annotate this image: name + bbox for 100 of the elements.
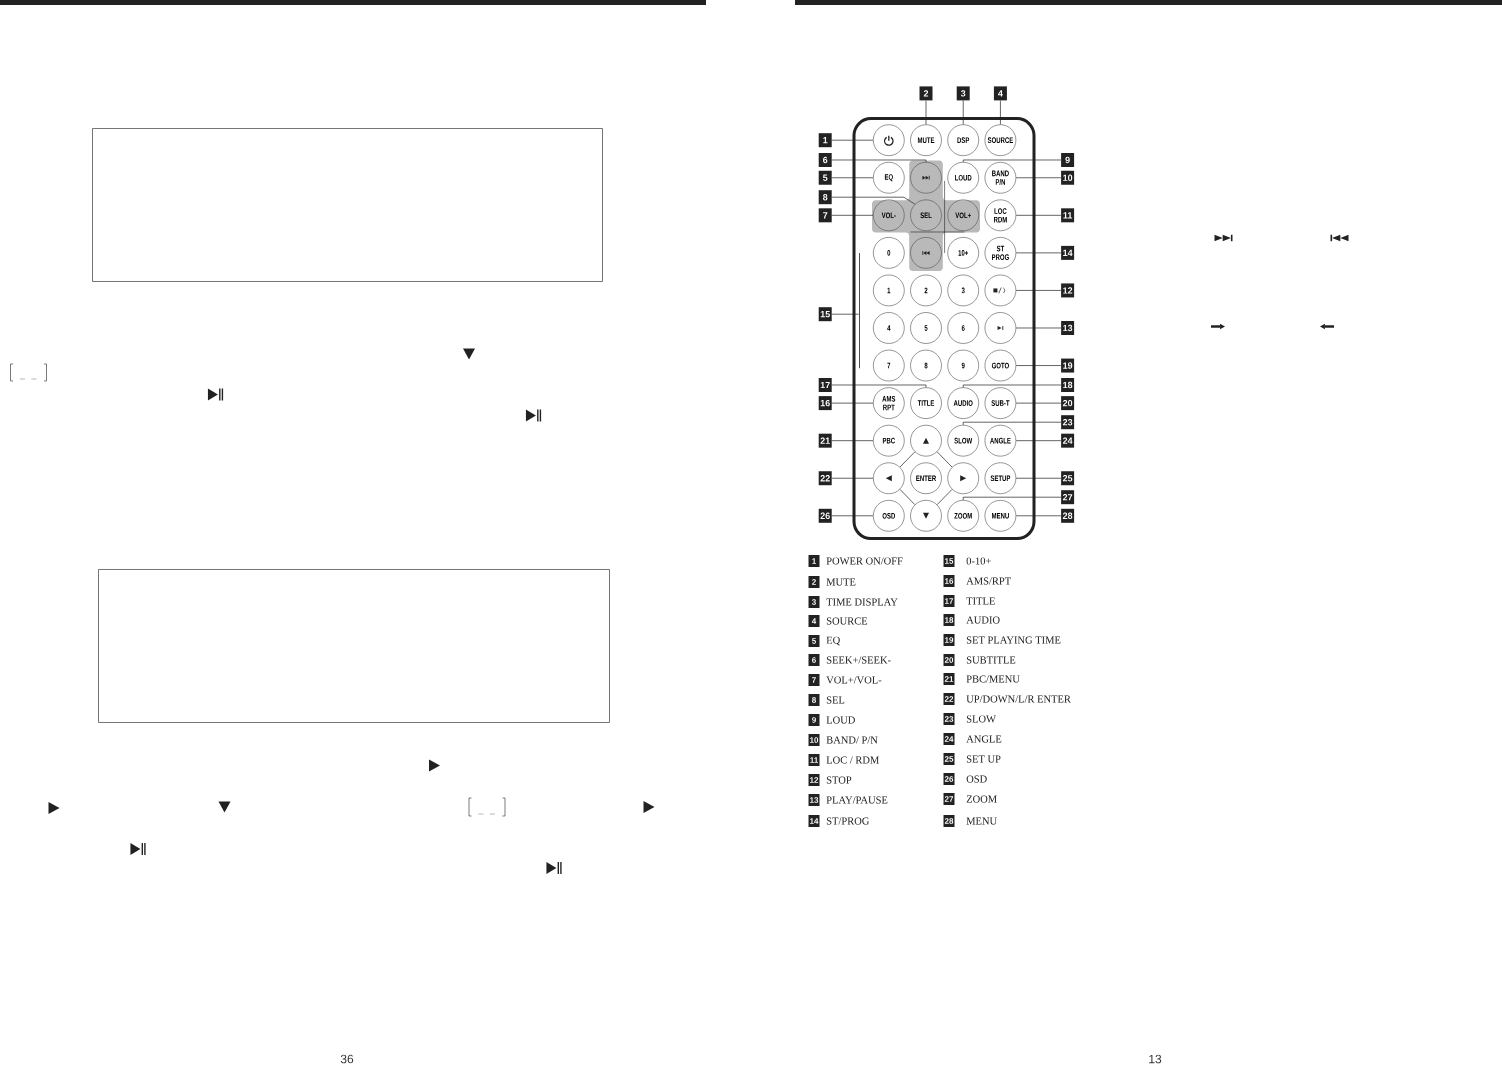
function-label: MUTE <box>826 578 856 586</box>
number-badge: 11 <box>808 754 820 766</box>
callout-number: 17 <box>818 378 832 392</box>
callout-number: 9 <box>1061 153 1075 167</box>
remote-button <box>947 462 979 495</box>
number-badge: 24 <box>943 733 955 745</box>
callout-number: 15 <box>818 307 832 322</box>
remote-button: 2 <box>910 274 942 307</box>
callout-number: 26 <box>818 508 832 523</box>
remote-button: 3 <box>947 274 979 307</box>
leader-line <box>1015 290 1062 291</box>
remote-button: SETUP <box>984 462 1017 495</box>
remote-button <box>984 312 1017 344</box>
remote-button: VOL- <box>873 199 905 232</box>
callout-number: 6 <box>818 153 832 167</box>
number-badge: 22 <box>943 693 955 705</box>
number-badge: 18 <box>943 614 955 626</box>
remote-button: 5 <box>910 312 942 344</box>
callout-number: 24 <box>1061 433 1075 448</box>
callout-number: 5 <box>818 170 832 185</box>
callout-number: 13 <box>1061 321 1075 335</box>
function-label: SLOW <box>966 715 996 723</box>
leader-line <box>1015 440 1062 442</box>
function-label: ZOOM <box>966 795 997 803</box>
callout-number: 19 <box>1061 358 1075 373</box>
leader-line <box>962 496 1062 501</box>
function-label: EQ <box>826 636 841 646</box>
remote-button: 0 <box>873 237 905 269</box>
remote-button: ST PROG <box>984 237 1017 269</box>
remote-button: VOL+ <box>947 199 979 232</box>
callout-number: 21 <box>818 433 832 448</box>
callout-number: 1 <box>818 133 832 148</box>
leader-line <box>831 139 874 141</box>
leader-line <box>831 515 874 517</box>
leader-line <box>831 384 927 388</box>
callout-number: 16 <box>818 396 832 411</box>
leader-line <box>1015 214 1062 216</box>
function-label: SEEK+/SEEK- <box>826 656 891 664</box>
leader-line <box>831 214 874 216</box>
leader-line <box>831 477 874 479</box>
callout-number: 14 <box>1061 245 1075 260</box>
number-badge: 16 <box>943 575 955 587</box>
number-badge: 19 <box>943 634 955 646</box>
leader-line <box>831 177 874 179</box>
function-label: SET PLAYING TIME <box>966 636 1061 644</box>
callout-number: 28 <box>1061 508 1075 523</box>
number-badge: 6 <box>808 654 820 666</box>
remote-button <box>984 274 1017 307</box>
remote-button: SUB-T <box>984 387 1017 419</box>
remote-button <box>910 424 942 457</box>
number-badge: 17 <box>943 595 955 607</box>
function-label: UP/DOWN/L/R ENTER <box>966 695 1071 703</box>
callout-number: 10 <box>1061 170 1075 185</box>
number-badge: 15 <box>943 555 955 567</box>
leader-line <box>962 421 1062 426</box>
remote-button: 10+ <box>947 237 979 269</box>
remote-button <box>910 500 942 532</box>
function-label: PBC/MENU <box>966 675 1020 683</box>
page-number: 36 <box>340 1054 354 1064</box>
remote-button: SEL <box>910 199 942 232</box>
remote-button <box>873 462 905 495</box>
remote-button <box>910 161 942 194</box>
function-label: OSD <box>966 775 987 783</box>
number-badge: 10 <box>808 734 820 746</box>
callout-number: 22 <box>818 471 832 486</box>
number-badge: 25 <box>943 753 955 765</box>
remote-button: LOUD <box>947 161 979 194</box>
remote-button: TITLE <box>910 387 942 419</box>
callout-number: 3 <box>956 86 970 101</box>
function-label: ST/PROG <box>826 817 870 825</box>
callout-number: 8 <box>818 190 832 205</box>
remote-button <box>873 124 905 156</box>
callout-number: 2 <box>919 86 933 101</box>
function-label: LOUD <box>826 716 855 724</box>
number-badge: 13 <box>808 794 820 806</box>
function-label: MENU <box>966 817 997 825</box>
callout-number: 7 <box>818 208 832 223</box>
remote-button: EQ <box>873 161 905 194</box>
callout-number: 11 <box>1061 208 1075 223</box>
leader-line <box>1015 177 1062 179</box>
callout-number: 20 <box>1061 396 1075 411</box>
remote-button: ANGLE <box>984 424 1017 457</box>
remote-button: SLOW <box>947 424 979 457</box>
remote-button: 9 <box>947 349 979 382</box>
remote-button: PBC <box>873 424 905 457</box>
function-label: SET UP <box>966 755 1001 763</box>
number-badge: 1 <box>808 555 820 567</box>
number-badge: 20 <box>943 654 955 666</box>
remote-button: 8 <box>910 349 942 382</box>
page-number: 13 <box>1149 1054 1162 1064</box>
number-badge: 7 <box>808 674 820 686</box>
number-badge: 21 <box>943 673 955 685</box>
number-badge: 27 <box>943 793 955 805</box>
remote-button: ENTER <box>910 462 942 495</box>
number-badge: 5 <box>808 635 820 647</box>
remote-button: MUTE <box>910 124 942 156</box>
remote-button: 7 <box>873 349 905 382</box>
callout-number: 4 <box>993 86 1007 101</box>
remote-button: DSP <box>947 124 979 156</box>
remote-button: BAND P/N <box>984 161 1017 194</box>
